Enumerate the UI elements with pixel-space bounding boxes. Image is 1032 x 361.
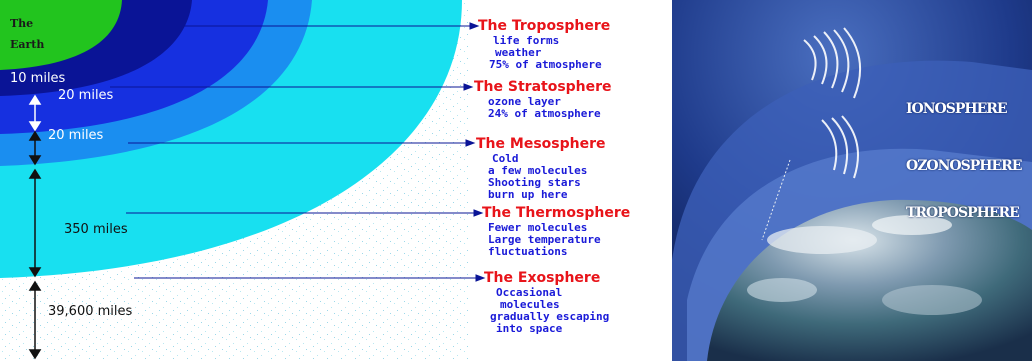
mesosphere-desc-line: Cold xyxy=(492,152,519,165)
radio-wave-arcs xyxy=(803,27,861,179)
cloud-patch xyxy=(882,285,982,315)
cloud-patch xyxy=(747,278,817,302)
thermosphere-desc-line: Fewer molecules xyxy=(488,221,588,234)
troposphere-desc-line: 75% of atmosphere xyxy=(489,58,602,71)
stratosphere-title: The Stratosphere xyxy=(474,79,612,95)
atmosphere-photo xyxy=(672,0,1032,361)
exosphere-desc-line: into space xyxy=(496,322,563,335)
mesosphere-title: The Mesosphere xyxy=(476,136,606,152)
thermosphere-desc: Fewer molecules Large temperature fluctu… xyxy=(488,222,601,258)
distance-label-20mi-b: 20 miles xyxy=(48,128,104,143)
troposphere-desc: life forms weather 75% of atmosphere xyxy=(489,35,602,71)
thermosphere-desc-line: Large temperature xyxy=(488,233,601,246)
stratosphere-desc-line: 24% of atmosphere xyxy=(488,107,601,120)
mesosphere-desc-line: burn up here xyxy=(488,188,568,201)
troposphere-desc-line: life forms xyxy=(493,34,560,47)
distance-arrow-20mi-b xyxy=(28,130,42,166)
cloud-patch xyxy=(767,226,877,254)
cloud-patch xyxy=(872,215,952,235)
mesosphere-desc-line: Shooting stars xyxy=(488,176,581,189)
distance-arrow-39600mi xyxy=(28,280,42,360)
exosphere-desc-line: gradually escaping xyxy=(490,310,610,323)
exosphere-title: The Exosphere xyxy=(484,270,601,286)
distance-label-20mi-a: 20 miles xyxy=(58,88,114,103)
thermosphere-title: The Thermosphere xyxy=(482,205,631,221)
mesosphere-desc-line: a few molecules xyxy=(488,164,588,177)
exosphere-desc-line: Occasional xyxy=(496,286,563,299)
troposphere-title: The Troposphere xyxy=(478,18,611,34)
earth-label-line1: The xyxy=(10,17,34,30)
distance-arrow-20mi-a xyxy=(28,94,42,132)
atmosphere-layers-diagram xyxy=(0,0,486,361)
earth-region xyxy=(0,0,122,70)
distance-arrow-350mi xyxy=(28,168,42,278)
distance-label-10mi: 10 miles xyxy=(10,71,66,86)
earth-label: The Earth xyxy=(10,17,44,51)
troposphere-desc-line: weather xyxy=(495,46,542,59)
stratosphere-desc: ozone layer 24% of atmosphere xyxy=(488,96,601,120)
distance-label-39600mi: 39,600 miles xyxy=(48,304,133,319)
distance-label-350mi: 350 miles xyxy=(64,222,128,237)
thermosphere-desc-line: fluctuations xyxy=(488,245,568,258)
ionosphere-label: IONOSPHERE xyxy=(906,101,1008,117)
exosphere-desc-line: molecules xyxy=(500,298,560,311)
earth-label-line2: Earth xyxy=(10,38,45,51)
troposphere-photo-label: TROPOSPHERE xyxy=(906,205,1020,221)
stratosphere-desc-line: ozone layer xyxy=(488,95,561,108)
exosphere-desc: Occasional molecules gradually escaping … xyxy=(490,287,609,335)
mesosphere-desc: Cold a few molecules Shooting stars burn… xyxy=(488,153,587,201)
ozonosphere-label: OZONOSPHERE xyxy=(906,158,1022,174)
